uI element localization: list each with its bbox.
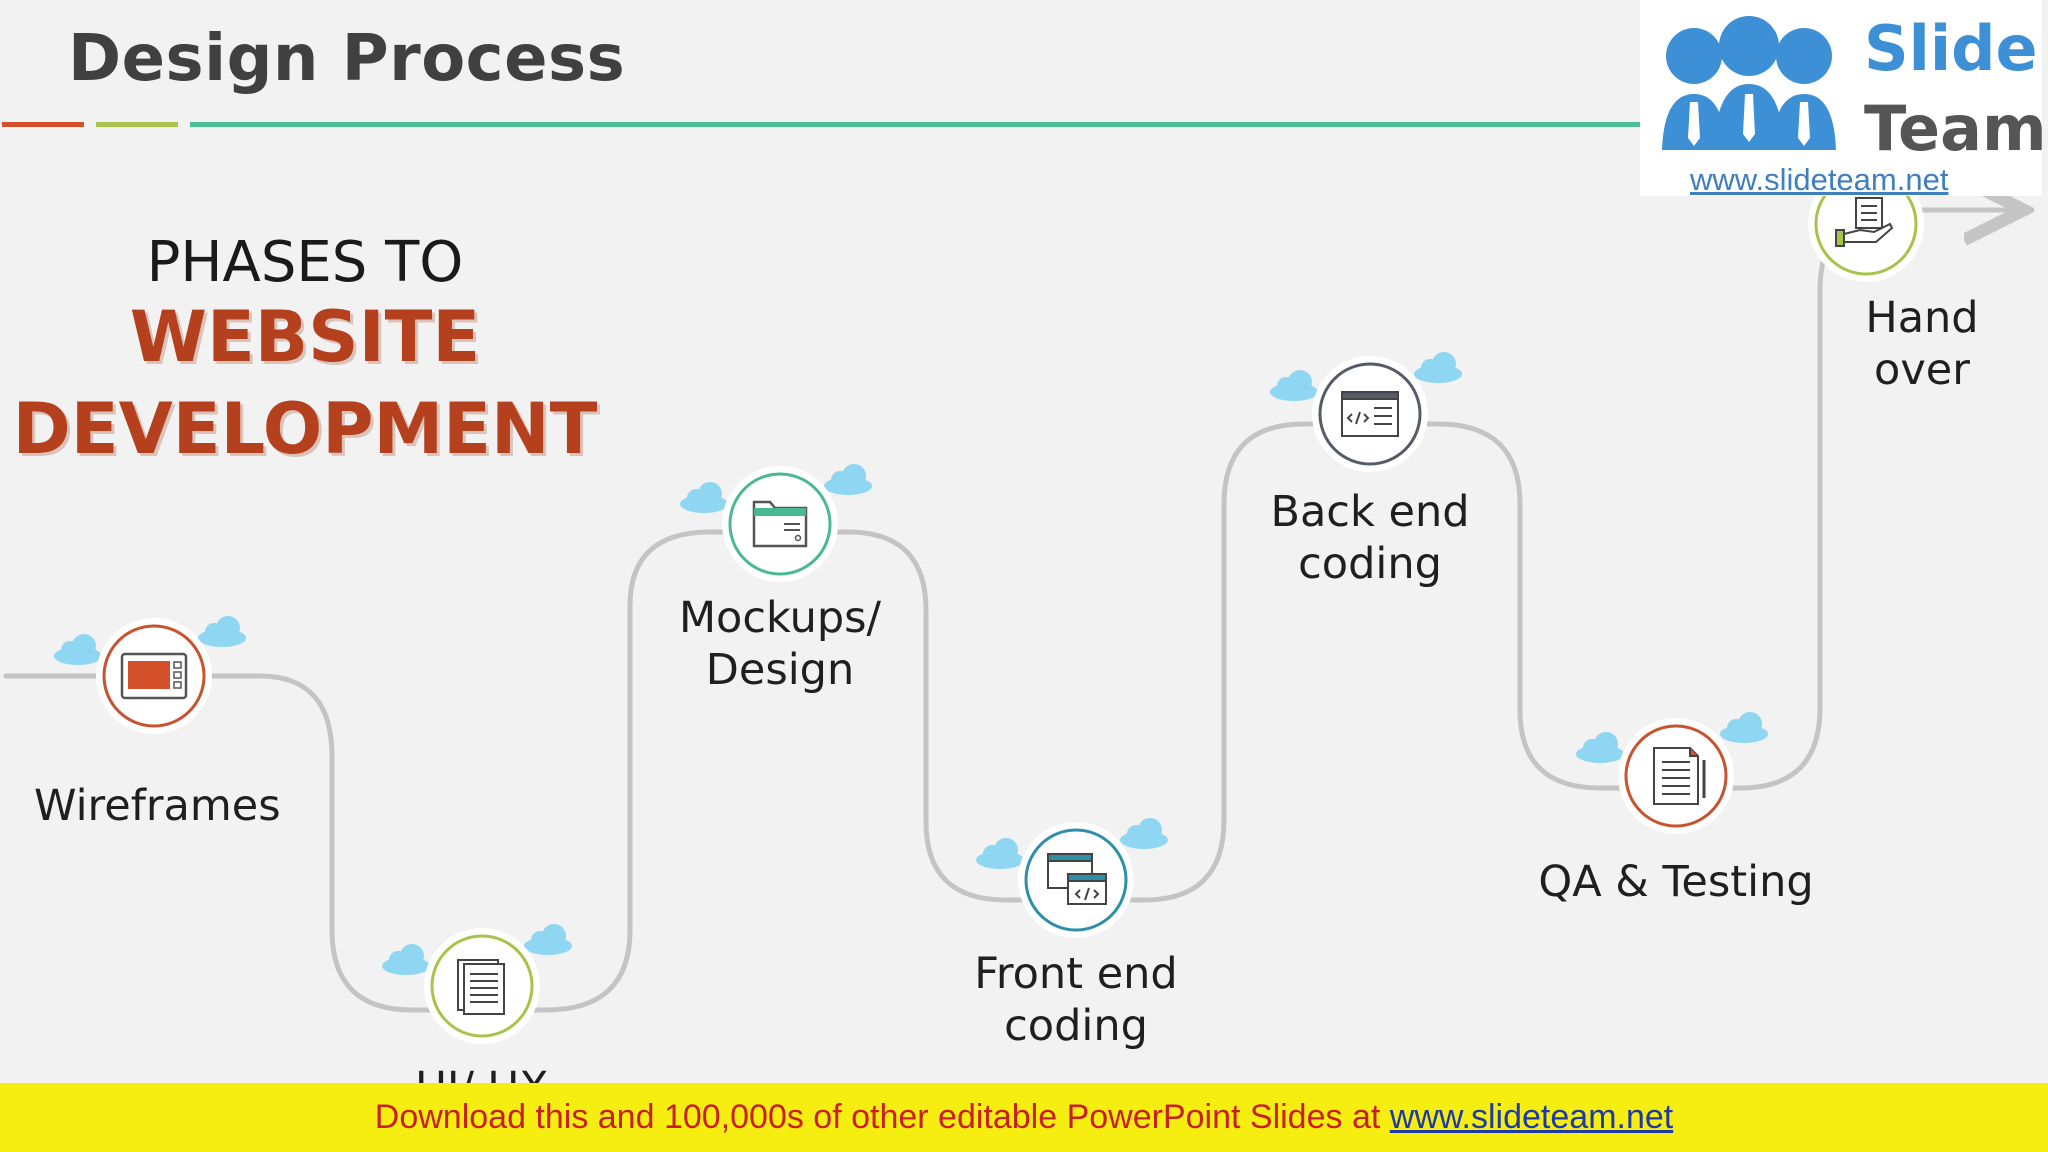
document-stack-icon xyxy=(457,959,505,1015)
cloud-5a xyxy=(1270,370,1318,401)
step-qa-testing xyxy=(1618,718,1734,834)
step-label-qa-testing: QA & Testing xyxy=(1538,857,1814,907)
title-underline-green xyxy=(96,122,178,127)
cloud-2b xyxy=(524,924,572,955)
cloud-4a xyxy=(976,838,1024,869)
headline-line-1: PHASES TO xyxy=(146,230,464,295)
cloud-1b xyxy=(198,616,246,647)
slideteam-logo: Slide Team www.slideteam.net xyxy=(1640,0,2047,197)
banner-link[interactable]: www.slideteam.net xyxy=(1389,1098,1674,1136)
cloud-3a xyxy=(680,482,728,513)
browser-window-icon xyxy=(120,652,188,700)
banner-text: Download this and 100,000s of other edit… xyxy=(374,1098,1390,1136)
headline-line-2: WEBSITE xyxy=(129,296,481,378)
title-underline-teal xyxy=(190,122,1640,127)
page-title: Design Process xyxy=(68,22,626,96)
cloud-5b xyxy=(1414,352,1462,383)
step-front-end-coding xyxy=(1018,822,1134,938)
cloud-4b xyxy=(1120,818,1168,849)
code-windows-icon xyxy=(1047,853,1107,905)
headline-line-3: DEVELOPMENT xyxy=(12,388,598,470)
step-label-wireframes: Wireframes xyxy=(34,781,281,831)
code-window-icon xyxy=(1341,391,1399,437)
cloud-6a xyxy=(1576,732,1624,763)
cloud-2a xyxy=(382,944,430,975)
cloud-6b xyxy=(1720,712,1768,743)
hand-document-icon xyxy=(1835,197,1894,247)
logo-word-slide: Slide xyxy=(1864,12,2038,85)
step-label-hand-over: Hand over xyxy=(1865,293,1979,395)
logo-word-team: Team xyxy=(1864,92,2047,165)
folder-window-icon xyxy=(752,500,808,548)
step-ui-ux xyxy=(424,928,540,1044)
checklist-document-icon xyxy=(1653,747,1706,805)
download-banner: Download this and 100,000s of other edit… xyxy=(0,1083,2048,1152)
step-back-end-coding xyxy=(1312,356,1428,472)
step-label-mockups-design: Mockups/ Design xyxy=(678,593,882,695)
step-label-back-end-coding: Back end coding xyxy=(1270,487,1470,589)
people-logo-icon xyxy=(1662,16,1836,150)
step-mockups-design xyxy=(722,466,838,582)
logo-url-link[interactable]: www.slideteam.net xyxy=(1690,162,1949,197)
cloud-3b xyxy=(824,464,872,495)
cloud-1a xyxy=(54,634,102,665)
step-wireframes xyxy=(96,618,212,734)
title-underline-red xyxy=(2,122,84,127)
step-label-front-end-coding: Front end coding xyxy=(974,949,1178,1051)
